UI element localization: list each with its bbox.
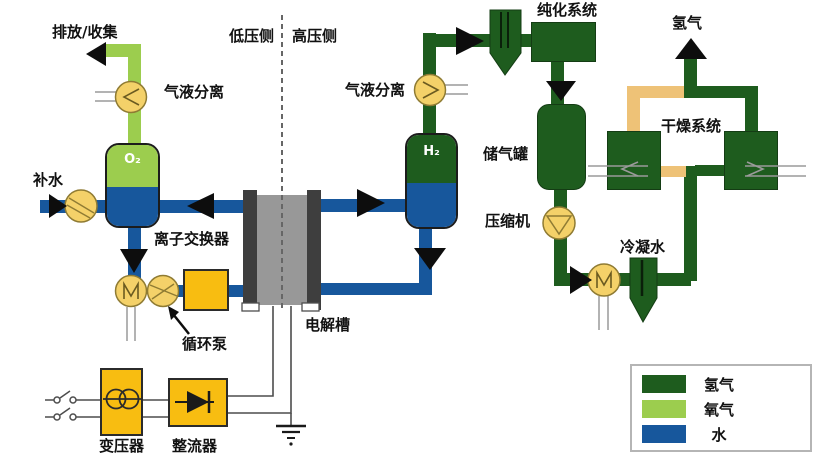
pipe-h2-riser-to-dryer (684, 166, 697, 281)
legend: 氢气 氧气 水 (630, 364, 812, 452)
label-gas-liquid-separator-right: 气液分离 (345, 81, 406, 99)
pipe-h2-right-dryer-vertical (745, 86, 758, 132)
condensate-trap-icon (629, 257, 658, 324)
label-low-pressure-side: 低压侧 (229, 27, 275, 45)
arrow-to-cooler-right (570, 266, 592, 294)
arrow-into-o2tank-left (187, 193, 214, 219)
dryer-left-vessel (607, 131, 661, 190)
transformer-winding-icon (103, 388, 141, 410)
pipe-regen-top (627, 86, 687, 98)
arrow-cell-to-h2tank-right (357, 189, 385, 217)
h2-tank-label: H₂ (423, 144, 440, 159)
electrolyzer-left-plate (243, 190, 257, 310)
h2-tank-gas-phase (407, 135, 456, 183)
flow-arrow-icons (49, 27, 707, 294)
label-rectifier: 整流器 (172, 437, 218, 455)
label-purification-system: 纯化系统 (537, 1, 598, 19)
legend-swatch-oxygen (642, 400, 686, 418)
label-transformer: 变压器 (99, 437, 145, 455)
dryer-right-vessel (724, 131, 778, 190)
electrolyzer-right-plate (307, 190, 321, 310)
o2-separator-tank (105, 143, 160, 228)
pipe-regen-bottom (660, 166, 686, 177)
rectifier-diode-icon (175, 391, 214, 413)
h2-tank-liquid-phase (407, 183, 456, 227)
label-hydrogen-out: 氢气 (672, 14, 703, 32)
label-makeup-water: 补水 (33, 171, 64, 189)
ion-exchanger-box (183, 269, 229, 311)
heat-exchange-lines (95, 84, 806, 341)
gas-storage-tank-vessel (537, 104, 586, 190)
legend-label-oxygen: 氧气 (703, 400, 734, 419)
pipe-h2-top-dryer-horizontal (684, 86, 758, 98)
dc-wiring (143, 306, 292, 426)
label-ion-exchanger: 离子交换器 (154, 230, 230, 248)
label-discharge-collect: 排放/收集 (52, 23, 118, 41)
motor-cooler-right-icon (587, 263, 621, 297)
o2-tank-gas-phase (107, 145, 158, 187)
motor-cooler-left-icon (114, 274, 148, 308)
arrow-hydrogen-out-up (675, 38, 707, 59)
pipe-h2-bottom-to-right-dryer (695, 165, 725, 176)
legend-label-hydrogen: 氢气 (703, 375, 734, 394)
arrow-makeup-right (49, 194, 67, 218)
o2-tank-label: O₂ (124, 152, 141, 167)
electrolyzer-terminal-left (241, 302, 260, 312)
arrow-vent-left (86, 42, 106, 66)
legend-label-water: 水 (711, 425, 727, 444)
label-electrolyzer: 电解槽 (305, 316, 351, 334)
label-high-pressure-side: 高压侧 (292, 27, 338, 45)
electrolyzer-terminal-right (301, 302, 320, 312)
arrow-to-prefilter-right (456, 27, 484, 55)
makeup-water-pump-icon (64, 189, 98, 223)
legend-swatch-water (642, 425, 686, 443)
dryer-right-chevron-icon (746, 161, 765, 177)
legend-swatch-hydrogen (642, 375, 686, 393)
compressor-icon (542, 206, 576, 240)
purification-system-box (531, 22, 596, 62)
gas-liquid-separator-right-icon (413, 73, 447, 107)
arrow-purifier-down (546, 81, 576, 101)
arrow-o2tank-down (120, 249, 148, 273)
label-gas-storage-tank: 储气罐 (483, 145, 529, 163)
ac-supply-switches-icon (45, 390, 100, 421)
dryer-left-chevron-icon (620, 161, 639, 177)
legend-item-water: 水 (642, 425, 810, 444)
gas-liquid-separator-left-icon (114, 80, 148, 114)
h2-separator-tank (405, 133, 458, 229)
label-compressor: 压缩机 (485, 212, 531, 230)
pipe-water-return-bottom (317, 283, 432, 295)
arrow-h2tank-down (414, 248, 446, 270)
o2-tank-liquid-phase (107, 187, 158, 226)
label-circulation-pump: 循环泵 (182, 335, 228, 353)
label-condensate-water: 冷凝水 (620, 238, 666, 256)
pipe-h2-filter-to-purifier (518, 34, 534, 47)
prefilter-funnel-icon (489, 9, 522, 76)
legend-item-hydrogen: 氢气 (642, 375, 810, 394)
pipe-h2-outlet (684, 52, 697, 92)
label-drying-system: 干燥系统 (661, 117, 722, 135)
circulation-pump-icon (146, 274, 180, 308)
legend-item-oxygen: 氧气 (642, 400, 810, 419)
circulation-pump-pointer-arrow (168, 306, 190, 335)
label-gas-liquid-separator-left: 气液分离 (164, 83, 225, 101)
earth-ground-icon (276, 424, 306, 446)
